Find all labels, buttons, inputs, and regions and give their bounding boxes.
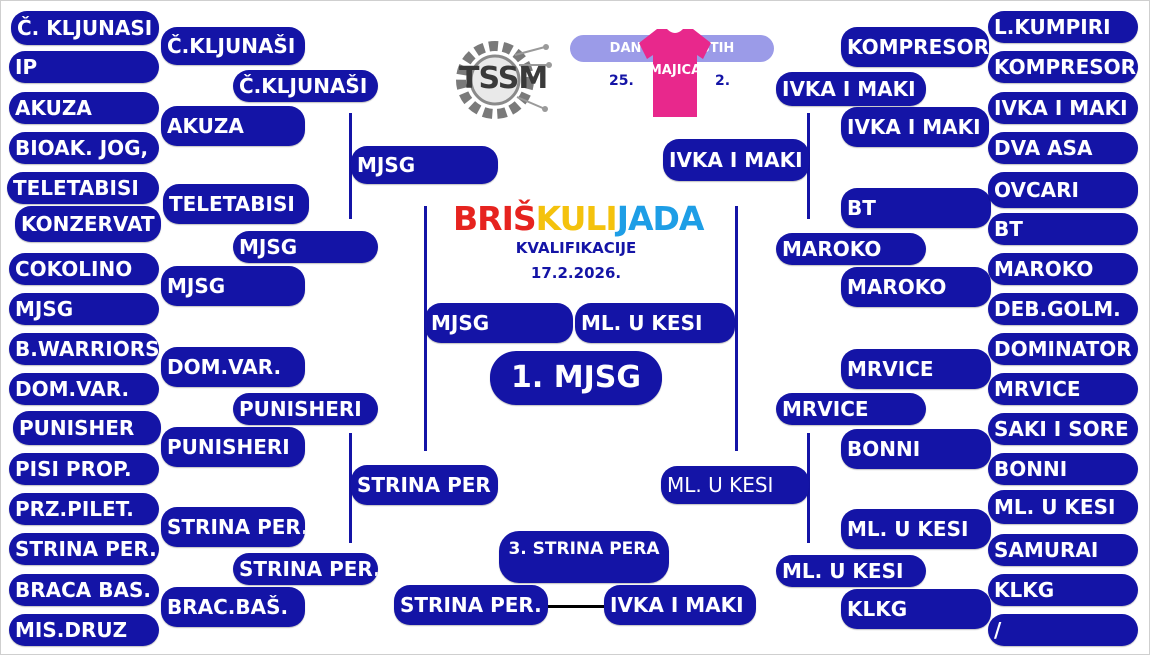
left-r1-team[interactable]: PUNISHER <box>13 411 161 445</box>
right-r4-team[interactable]: ML. U KESI <box>661 466 809 504</box>
right-r1-team[interactable]: DEB.GOLM. <box>988 293 1138 325</box>
final-right-team[interactable]: ML. U KESI <box>575 303 735 343</box>
third-place-badge: 3. STRINA PERA <box>499 531 669 583</box>
right-r2-team[interactable]: KOMPRESOR <box>841 27 989 67</box>
left-r1-team[interactable]: BRACA BAS. <box>9 574 159 606</box>
left-r3-team[interactable]: PUNISHERI <box>233 393 378 425</box>
right-r2-team[interactable]: ML. U KESI <box>841 509 991 549</box>
right-r1-team[interactable]: L.KUMPIRI <box>988 11 1138 43</box>
event-date: 17.2.2026. <box>530 264 622 282</box>
right-r1-team[interactable]: / <box>988 614 1138 646</box>
right-r2-team[interactable]: BT <box>841 188 991 228</box>
right-r1-team[interactable]: IVKA I MAKI <box>988 92 1138 124</box>
left-r1-team[interactable]: MJSG <box>9 293 159 325</box>
left-r4-team[interactable]: STRINA PER <box>351 465 498 505</box>
pink-shirt: MAJICA <box>637 25 713 119</box>
tssm-logo: TSSM <box>453 37 553 123</box>
left-r2-team[interactable]: DOM.VAR. <box>161 347 305 387</box>
left-r2-team[interactable]: MJSG <box>161 266 305 306</box>
right-r3-team[interactable]: ML. U KESI <box>776 555 926 587</box>
third-place-right-team[interactable]: IVKA I MAKI <box>604 585 756 625</box>
champion-badge: 1. MJSG <box>490 351 662 405</box>
title-subtitle: KVALIFIKACIJE <box>515 239 637 257</box>
third-place-left-team[interactable]: STRINA PER. <box>394 585 548 625</box>
connector-line <box>349 433 352 543</box>
title-part-1: BRIŠ <box>453 199 537 238</box>
connector-line <box>735 206 738 451</box>
right-r1-team[interactable]: ML. U KESI <box>988 490 1138 524</box>
right-r2-team[interactable]: BONNI <box>841 429 991 469</box>
right-r1-team[interactable]: DVA ASA <box>988 132 1138 164</box>
left-r1-team[interactable]: BIOAK. JOG, <box>9 132 159 164</box>
title-part-2: KULI <box>535 199 618 238</box>
left-r2-team[interactable]: TELETABISI <box>163 184 309 224</box>
left-r1-team[interactable]: PISI PROP. <box>9 453 159 485</box>
right-r1-team[interactable]: KOMPRESOR <box>988 51 1138 83</box>
connector-line <box>349 113 352 219</box>
left-r1-team[interactable]: MIS.DRUZ <box>9 614 159 646</box>
left-r1-team[interactable]: DOM.VAR. <box>9 373 159 405</box>
left-r1-team[interactable]: AKUZA <box>9 92 159 124</box>
right-r2-team[interactable]: MRVICE <box>841 349 991 389</box>
left-r2-team[interactable]: Č.KLJUNAŠI <box>161 27 305 65</box>
right-r3-team[interactable]: MAROKO <box>776 233 926 265</box>
left-r3-team[interactable]: STRINA PER. <box>233 553 378 585</box>
right-r1-team[interactable]: KLKG <box>988 574 1138 606</box>
right-r1-team[interactable]: MRVICE <box>988 373 1138 405</box>
right-r2-team[interactable]: KLKG <box>841 589 991 629</box>
left-r3-team[interactable]: MJSG <box>233 231 378 263</box>
left-r2-team[interactable]: AKUZA <box>161 106 305 146</box>
right-r1-team[interactable]: BONNI <box>988 453 1138 485</box>
right-r1-team[interactable]: SAKI I SORE <box>988 413 1138 445</box>
banner-date-right: 2. <box>715 73 731 89</box>
left-r1-team[interactable]: Č. KLJUNASI <box>11 11 159 45</box>
left-r1-team[interactable]: B.WARRIORS <box>9 333 159 365</box>
right-r2-team[interactable]: IVKA I MAKI <box>841 107 989 147</box>
left-r1-team[interactable]: PRZ.PILET. <box>9 493 159 525</box>
right-r2-team[interactable]: MAROKO <box>841 267 991 307</box>
title-part-3: JADA <box>616 199 705 238</box>
final-left-team[interactable]: MJSG <box>425 303 573 343</box>
right-r3-team[interactable]: MRVICE <box>776 393 926 425</box>
third-place-connector <box>546 605 606 608</box>
banner-date-left: 25. <box>609 73 634 89</box>
left-r2-team[interactable]: PUNISHERI <box>161 427 305 467</box>
left-r3-team[interactable]: Č.KLJUNAŠI <box>233 70 378 102</box>
right-r1-team[interactable]: MAROKO <box>988 253 1138 285</box>
right-r1-team[interactable]: DOMINATOR <box>988 333 1138 365</box>
left-r4-team[interactable]: MJSG <box>351 146 498 184</box>
right-r1-team[interactable]: OVCARI <box>988 172 1138 208</box>
left-r2-team[interactable]: BRAC.BAŠ. <box>161 587 305 627</box>
right-r3-team[interactable]: IVKA I MAKI <box>776 72 926 106</box>
right-r4-team[interactable]: IVKA I MAKI <box>663 139 809 181</box>
left-r1-team[interactable]: KONZERVAT <box>15 206 161 242</box>
shirt-text: MAJICA <box>648 63 702 78</box>
left-r2-team[interactable]: STRINA PER. <box>161 507 305 547</box>
left-r1-team[interactable]: TELETABISI <box>7 172 159 204</box>
logo-text: TSSM <box>459 61 548 96</box>
left-r1-team[interactable]: IP <box>9 51 159 83</box>
left-r1-team[interactable]: STRINA PER. <box>9 533 159 565</box>
right-r1-team[interactable]: SAMURAI <box>988 534 1138 566</box>
right-r1-team[interactable]: BT <box>988 213 1138 245</box>
tournament-title: BRIŠ KULI JADA <box>453 199 705 238</box>
left-r1-team[interactable]: COKOLINO <box>9 253 159 285</box>
